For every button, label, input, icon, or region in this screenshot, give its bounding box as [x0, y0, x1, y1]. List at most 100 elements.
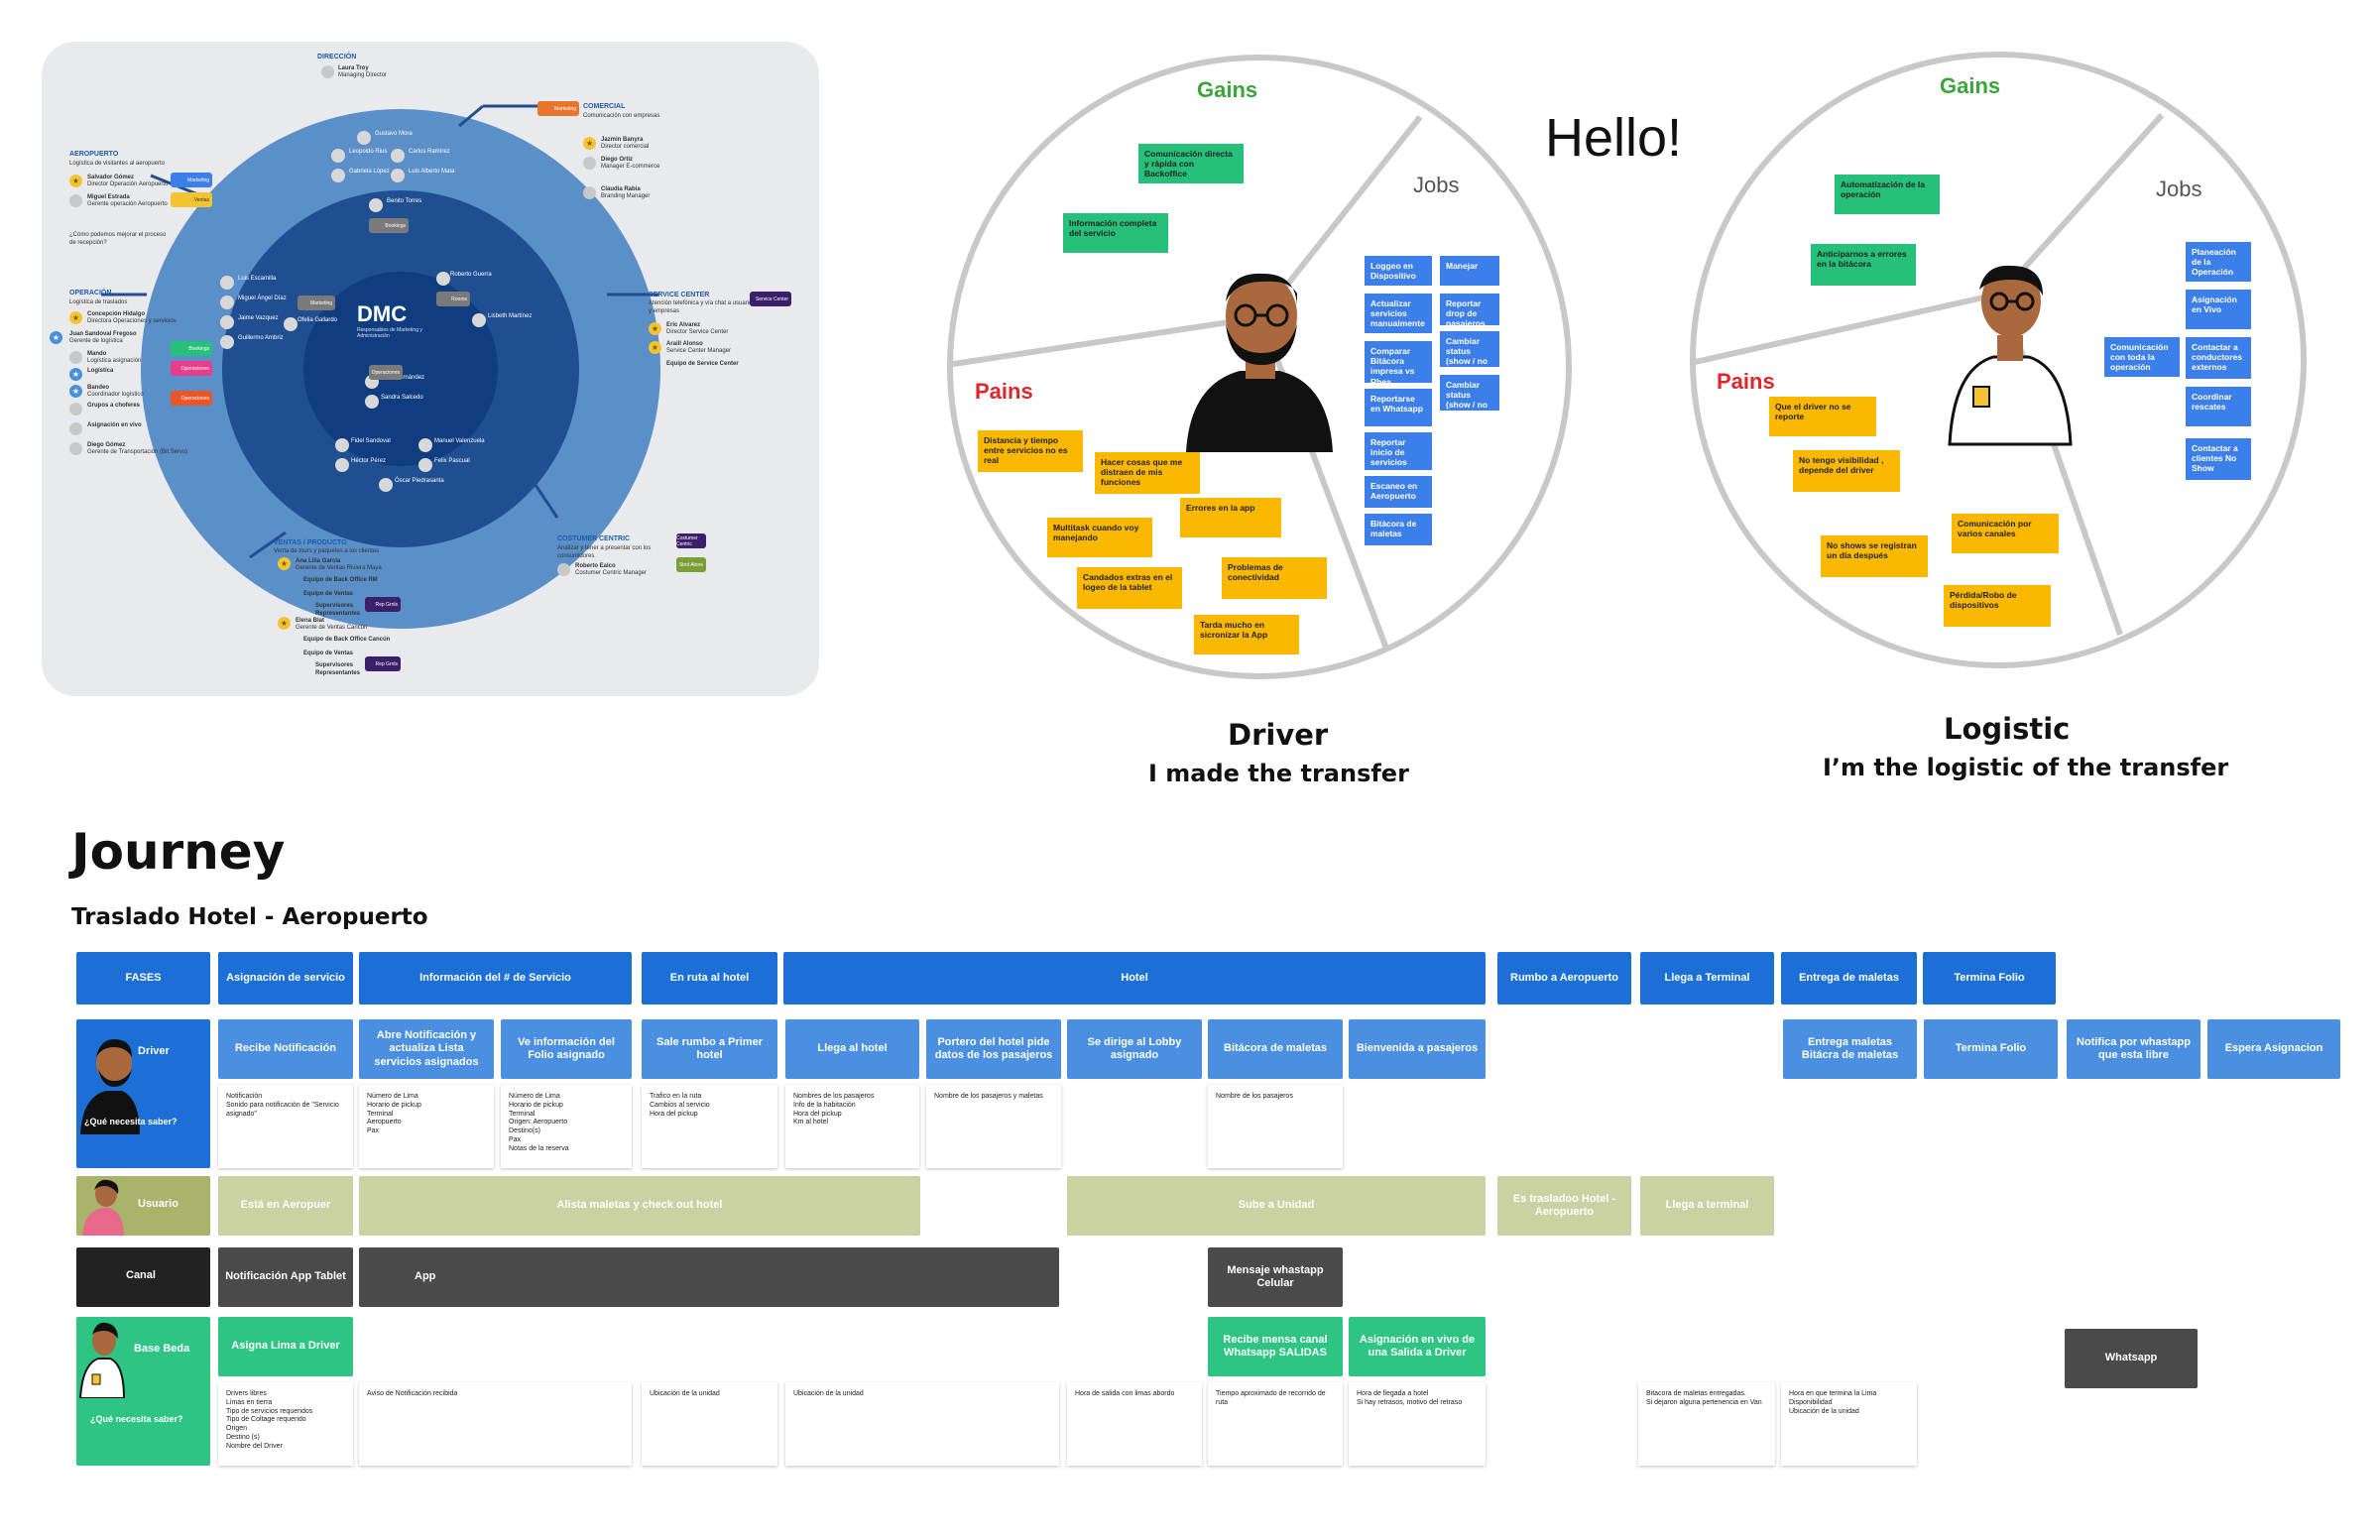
sticky-note: Escaneo en Aeropuerto	[1365, 476, 1432, 508]
base-step: Asigna Lima a Driver	[218, 1317, 353, 1376]
org-chart-rings	[101, 104, 660, 629]
info-note: Notificación Sonido para notificación de…	[218, 1085, 353, 1168]
sticky-note: Loggeo en Dispositivo	[1365, 256, 1432, 286]
phase-header: Rumbo a Aeropuerto	[1497, 952, 1631, 1005]
base-step: Asignación en vivo de una Salida a Drive…	[1349, 1317, 1486, 1376]
user-step: Llega a terminal	[1640, 1176, 1774, 1236]
sticky-note: Automatización de la operación	[1835, 175, 1940, 214]
sticky-note: Problemas de conectividad	[1222, 557, 1327, 599]
logistic-pains-label: Pains	[1717, 369, 1775, 394]
driver-illustration	[1186, 273, 1333, 452]
sticky-note: Reportar drop de pasajeros	[1440, 294, 1499, 328]
org-costumer-title: COSTUMER CENTRIC	[557, 535, 631, 542]
info-note: Trafico en la ruta Cambios al servicio H…	[642, 1085, 777, 1168]
phase-header: Entrega de maletas	[1781, 952, 1917, 1005]
driver-map-subtitle: I made the transfer	[1148, 760, 1409, 787]
avatar	[69, 194, 82, 207]
org-tag: Rep Grnls	[365, 597, 401, 612]
org-chart-panel: DMC Responsables de Marketing y Administ…	[42, 42, 819, 696]
sticky-note: Multitask cuando voy manejando	[1047, 518, 1152, 557]
org-tag: Rep Grnls	[365, 656, 401, 671]
driver-step: Abre Notificación y actualiza Lista serv…	[359, 1019, 494, 1079]
info-note: Bitacora de maletas entregadas. Si dejar…	[1638, 1382, 1775, 1466]
driver-step: Notifica por whastapp que esta libre	[2067, 1019, 2201, 1079]
avatar	[418, 438, 432, 452]
driver-step: Ve información del Folio asignado	[501, 1019, 632, 1079]
avatar	[557, 563, 570, 576]
row-header-driver: Driver ¿Qué necesita saber?	[76, 1019, 210, 1168]
avatar	[331, 149, 345, 163]
info-note: Nombres de los pasajeros Info de la habi…	[785, 1085, 919, 1168]
avatar	[391, 149, 405, 163]
phase-header: Hotel	[783, 952, 1486, 1005]
phase-header: FASES	[76, 952, 210, 1005]
driver-step: Llega al hotel	[785, 1019, 919, 1079]
star-icon: ★	[649, 341, 661, 354]
sticky-note: Que el driver no se reporte	[1769, 397, 1876, 436]
info-note: Nombre de los pasajeros	[1208, 1085, 1343, 1168]
org-tag: Bookings	[369, 218, 409, 233]
org-service-title: SERVICE CENTER	[649, 292, 710, 298]
star-icon: ★	[278, 617, 291, 630]
base-avatar-icon	[78, 1322, 126, 1398]
row-label: Canal	[126, 1269, 156, 1281]
phase-header: Termina Folio	[1923, 952, 2056, 1005]
driver-step: Sale rumbo a Primer hotel	[642, 1019, 777, 1079]
avatar	[472, 313, 486, 327]
logistic-map-subtitle: I’m the logistic of the transfer	[1823, 754, 2229, 781]
avatar	[379, 478, 393, 492]
info-note: Ubicación de la unidad	[642, 1382, 777, 1466]
sticky-note: Bitácora de maletas	[1365, 514, 1432, 545]
avatar	[331, 169, 345, 182]
phase-header: Llega a Terminal	[1640, 952, 1774, 1005]
sticky-note: Reportar inicio de servicios	[1365, 432, 1432, 470]
org-direccion-title: DIRECCIÓN	[317, 54, 357, 60]
avatar	[583, 186, 596, 199]
avatar	[357, 131, 371, 145]
org-tag: Operaciones	[369, 365, 403, 380]
org-tag: Bookings	[171, 341, 212, 356]
info-note: Hora de salida con limas abordo	[1067, 1382, 1202, 1466]
info-note: Número de Lima Horario de pickup Termina…	[359, 1085, 494, 1168]
phase-header: Información del # de Servicio	[359, 952, 632, 1005]
driver-step: Recibe Notificación	[218, 1019, 353, 1079]
logistic-illustration	[1948, 265, 2073, 446]
canal-step: Mensaje whastapp Celular	[1208, 1247, 1343, 1307]
info-note: Ubicación de la unidad	[785, 1382, 1059, 1466]
org-tag: Rooms	[436, 292, 470, 306]
avatar	[365, 395, 379, 409]
sticky-note: Información completa del servicio	[1063, 213, 1168, 253]
info-note: Tiempo aproximado de recorrido de ruta	[1208, 1382, 1343, 1466]
phase-header: Asignación de servicio	[218, 952, 353, 1005]
row-sublabel: ¿Qué necesita saber?	[90, 1414, 183, 1424]
user-step: Alista maletas y check out hotel	[359, 1176, 920, 1236]
org-tag: Ventas	[171, 192, 212, 207]
avatar	[284, 317, 298, 331]
star-icon: ★	[69, 175, 82, 187]
base-step: Whatsapp	[2065, 1329, 2198, 1388]
avatar	[335, 458, 349, 472]
sticky-note: Errores en la app	[1180, 498, 1281, 537]
avatar	[69, 351, 82, 364]
driver-jobs-label: Jobs	[1413, 173, 1460, 197]
driver-step: Termina Folio	[1924, 1019, 2058, 1079]
journey-title: Journey	[71, 823, 286, 881]
row-header-base: Base Beda ¿Qué necesita saber?	[76, 1317, 210, 1466]
row-label: Usuario	[138, 1198, 178, 1210]
star-icon: ★	[69, 311, 82, 324]
org-ventas-title: VENTAS / PRODUCTO	[274, 539, 347, 546]
org-tag: Marketing	[537, 101, 579, 116]
driver-step: Se dirige al Lobby asignado	[1067, 1019, 1202, 1079]
org-aeropuerto-title: AEROPUERTO	[69, 151, 119, 158]
driver-step: Portero del hotel pide datos de los pasa…	[926, 1019, 1061, 1079]
driver-step: Bienvenida a pasajeros	[1349, 1019, 1486, 1079]
org-center-label: DMC	[357, 301, 408, 326]
star-icon: ★	[50, 331, 62, 344]
canal-step: App	[359, 1247, 1059, 1307]
driver-gains-label: Gains	[1197, 77, 1258, 102]
avatar	[69, 442, 82, 455]
logistic-jobs-label: Jobs	[2156, 177, 2202, 201]
user-step: Es trasladoo Hotel - Aeropuerto	[1497, 1176, 1631, 1236]
avatar	[369, 198, 383, 212]
org-tag: Stnd Alone	[676, 557, 706, 572]
